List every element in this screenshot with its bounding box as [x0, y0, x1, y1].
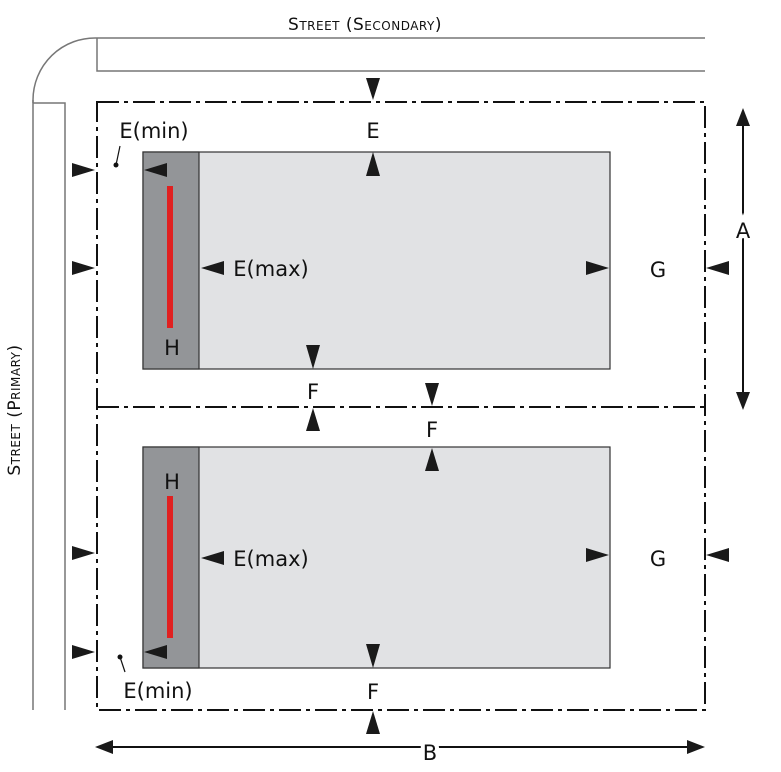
dimension-arrows	[72, 78, 729, 734]
label-f-1: F	[307, 380, 319, 404]
label-e-max-bottom: E(max)	[233, 547, 308, 571]
street-secondary	[32, 37, 705, 103]
label-h-top: H	[164, 336, 180, 360]
dimension-b-arrow	[95, 740, 705, 754]
label-f-3: F	[367, 680, 379, 704]
dimension-a-arrow	[736, 108, 750, 410]
e-min-dot	[113, 162, 119, 168]
label-e-max-top: E(max)	[233, 257, 308, 281]
label-f-2: F	[426, 418, 438, 442]
label-b: B	[423, 741, 437, 765]
label-g-top: G	[650, 258, 666, 282]
street-primary-label: Street (Primary)	[5, 344, 25, 475]
label-g-bottom: G	[650, 547, 666, 571]
label-e-min-top: E(min)	[119, 119, 188, 143]
label-a: A	[736, 219, 751, 243]
frontage-line	[167, 186, 173, 328]
frontage-line	[167, 496, 173, 638]
building-2	[142, 446, 611, 669]
building-1	[142, 151, 611, 370]
label-e: E	[366, 119, 379, 143]
e-min-dot	[117, 654, 123, 660]
label-h-bottom: H	[164, 470, 180, 494]
label-e-min-bottom: E(min)	[123, 679, 192, 703]
street-secondary-label: Street (Secondary)	[288, 15, 442, 35]
street-primary	[32, 100, 66, 710]
